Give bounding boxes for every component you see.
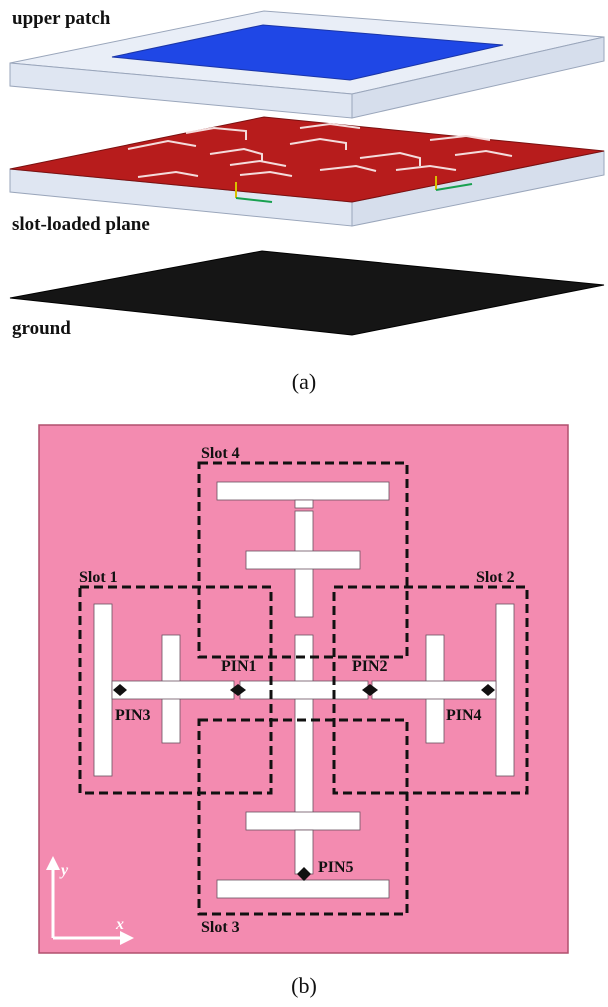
y-axis-arrowhead — [46, 856, 60, 870]
slot1-label: Slot 1 — [79, 569, 118, 586]
x-axis-label: x — [115, 916, 124, 933]
upper-patch — [111, 24, 504, 81]
slot4-stub — [294, 499, 314, 509]
layer-label-ground: ground — [12, 318, 71, 339]
slot3-region — [197, 718, 409, 916]
upper-substrate-side — [351, 36, 605, 119]
slot4-cross-horizontal — [245, 550, 361, 570]
slot2-region — [332, 585, 529, 795]
slot4-region — [197, 461, 409, 659]
pin2-label: PIN2 — [352, 658, 388, 675]
ground-layer — [9, 250, 605, 336]
layer-label-slot-loaded-plane: slot-loaded plane — [12, 214, 150, 235]
pin3-diode — [113, 684, 127, 696]
pin5-diode — [297, 867, 311, 881]
pin1-label: PIN1 — [221, 658, 257, 675]
slot-plane-metal — [9, 116, 605, 203]
center-cross-vertical — [294, 634, 314, 818]
pin2-diode — [362, 684, 378, 696]
panel-a: upper patch slot-loaded plane ground (a) — [9, 8, 605, 394]
slot-plane-slots — [127, 122, 513, 178]
pin4-diode — [481, 684, 495, 696]
pin4-label: PIN4 — [446, 707, 482, 724]
ground-plane — [9, 250, 605, 336]
slot2-label: Slot 2 — [476, 569, 515, 586]
x-axis-arrowhead — [120, 931, 134, 945]
center-cross-horizontal — [239, 680, 369, 700]
upper-patch-layer — [9, 10, 605, 119]
slot1-region — [78, 585, 273, 795]
slot-loaded-plane-layer — [9, 116, 605, 227]
pin-diodes — [113, 684, 495, 881]
feed-probes — [235, 176, 473, 203]
pin3-label: PIN3 — [115, 707, 151, 724]
coordinate-axes: y x — [46, 856, 134, 945]
slot3-cross-horizontal — [245, 811, 361, 831]
caption-b: (b) — [291, 973, 317, 998]
slot2-cross-horizontal — [371, 680, 497, 700]
slot-shapes — [93, 481, 515, 899]
slot2-bar — [495, 603, 515, 777]
slot4-bar — [216, 481, 390, 501]
caption-a: (a) — [292, 369, 316, 394]
y-axis-label: y — [59, 862, 69, 879]
slot1-bar — [93, 603, 113, 777]
slot1-cross-horizontal — [111, 680, 235, 700]
slot-regions — [78, 461, 529, 916]
panel-b: Slot 4 Slot 1 Slot 2 Slot 3 PIN1 PIN2 PI… — [38, 424, 569, 998]
pin5-label: PIN5 — [318, 859, 354, 876]
pin1-diode — [230, 684, 246, 696]
slot3-bar — [216, 879, 390, 899]
slot3-label: Slot 3 — [201, 919, 240, 936]
slot4-label: Slot 4 — [201, 445, 240, 462]
layer-label-upper-patch: upper patch — [12, 8, 111, 29]
